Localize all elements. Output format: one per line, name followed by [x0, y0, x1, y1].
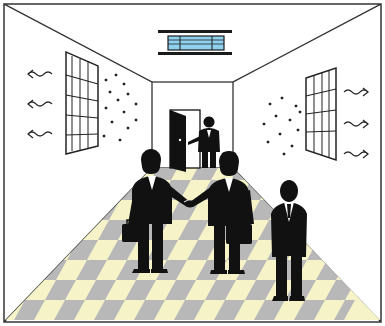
businessman-icon-door	[188, 116, 220, 168]
briefcase-icon-left	[122, 219, 140, 242]
businessman-icon-standing	[271, 180, 307, 301]
businessman-icon-left	[122, 149, 190, 273]
window-icon-left	[65, 50, 99, 155]
window-icon-right	[305, 66, 337, 162]
ceiling-vent-icon	[158, 30, 232, 55]
airflow-arrow-icon-right	[343, 87, 369, 159]
airflow-arrow-icon-left	[27, 69, 53, 139]
dust-particles-icon-right	[262, 96, 302, 156]
dust-particles-icon-left	[102, 73, 138, 142]
businessman-icon-right	[190, 151, 254, 274]
handshake-icon	[183, 199, 195, 208]
doorway-icon	[169, 109, 220, 172]
